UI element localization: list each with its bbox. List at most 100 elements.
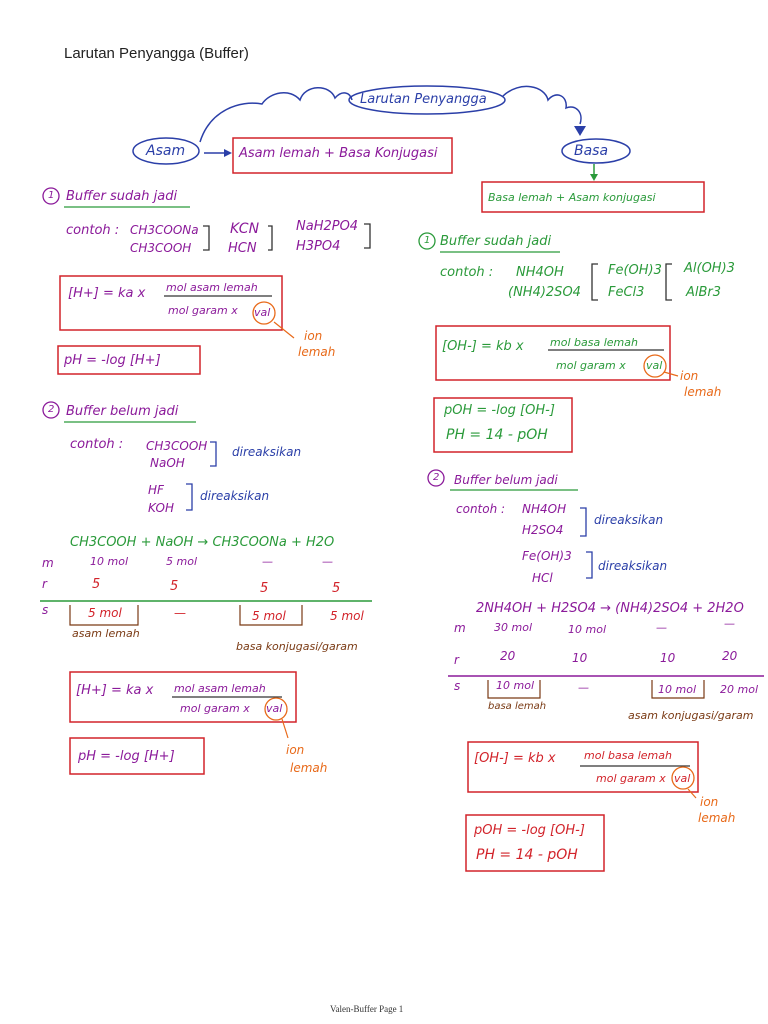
right-oh-eq-2: [OH-] = kb x [474,751,556,766]
left-row-s: s [42,603,49,617]
left-direaksikan2: direaksikan [200,489,270,503]
left-contoh2: contoh : [70,437,124,452]
right-contoh2: contoh : [456,502,506,516]
left-s2-number: 2 [48,404,55,415]
right-direaksikan: direaksikan [594,513,664,527]
right-oh-eq: [OH-] = kb x [442,339,524,354]
left-r-val: 5 [332,581,341,596]
left-h-num: mol asam lemah [166,281,258,294]
right-poh-eq: pOH = -log [OH-] [444,403,555,418]
left-asam-lemah: asam lemah [72,627,140,640]
right-ex2a: Fe(OH)3 [608,263,662,278]
right-oh-box [435,325,671,381]
left-h-den-2: mol garam x [180,702,250,715]
left-ex2b: HCN [228,241,257,256]
left-ex4a: CH3COOH [146,439,208,453]
left-row-r: r [42,577,47,591]
left-ion: ion [304,329,323,343]
right-ex4a: NH4OH [522,502,567,516]
left-s-val: — [174,606,186,620]
right-s1-circle [418,232,436,250]
arrow-to-basa [574,126,586,136]
left-s-val: 5 mol [88,606,122,620]
left-h-val-2: val [266,702,283,715]
right-s1-number: 1 [424,235,431,246]
right-row-m: m [454,621,466,635]
right-poh-box-2 [465,814,605,872]
cloud-loop-right [502,85,582,125]
right-ex5b: HCl [532,571,553,585]
left-r-val: 5 [170,579,179,594]
right-ex3b: AlBr3 [686,285,722,300]
left-row-m: m [42,556,54,570]
cloud-loop-left [199,87,353,143]
left-lemah-2: lemah [290,761,328,775]
right-s-val: 20 mol [720,683,758,696]
left-m-val: 10 mol [90,555,128,568]
right-oh-val: val [646,359,663,372]
left-ex3a: NaH2PO4 [296,219,359,234]
right-poh-eq-2: pOH = -log [OH-] [474,823,585,838]
left-m-val: 5 mol [166,555,197,568]
basa-bubble [561,138,631,164]
left-s1-circle [42,187,60,205]
left-s1-title: Buffer sudah jadi [66,189,178,204]
right-s1-title: Buffer sudah jadi [440,234,552,249]
left-basa-konjugasi: basa konjugasi/garam [236,640,358,653]
left-ex5a: HF [148,483,164,497]
arrow-asam-def [224,149,232,157]
right-oh-num-2: mol basa lemah [584,749,672,762]
left-s-val: 5 mol [330,609,364,623]
left-reaction: CH3COOH + NaOH → CH3COONa + H2O [70,535,335,550]
right-ex3a: Al(OH)3 [684,261,735,276]
left-s-val: 5 mol [252,609,286,623]
left-r-val: 5 [260,581,269,596]
left-ex3b: H3PO4 [296,239,341,254]
right-ph-eq: PH = 14 - pOH [446,427,548,443]
right-oh-num: mol basa lemah [550,336,638,349]
right-s2-circle [427,469,445,487]
basa-def-label: Basa lemah + Asam konjugasi [488,191,656,204]
left-ph-box [57,345,201,375]
left-h-box [59,275,283,331]
right-poh-box [433,397,573,453]
left-m-val: — [262,555,273,568]
asam-label: Asam [146,143,186,159]
right-oh-val-2: val [674,772,691,785]
left-h-eq-2: [H+] = ka x [76,683,154,698]
left-ex2a: KCN [230,221,260,237]
right-s2-title: Buffer belum jadi [454,473,558,487]
asam-def-box [232,137,453,174]
right-ion-2: ion [700,795,719,809]
left-m-val: — [322,555,333,568]
arrow-basa-def [590,174,598,181]
right-row-r: r [454,653,459,667]
right-direaksikan2: direaksikan [598,559,668,573]
right-lemah-2: lemah [698,811,736,825]
left-ex1b: CH3COOH [130,241,192,255]
basa-label: Basa [574,143,609,159]
left-ph-eq: pH = -log [H+] [64,353,161,368]
left-h-val: val [254,306,271,319]
left-direaksikan: direaksikan [232,445,302,459]
left-contoh: contoh : [66,223,120,238]
right-s-val: 10 mol [658,683,696,696]
left-h-num-2: mol asam lemah [174,682,266,695]
left-ph-box-2 [69,737,205,775]
page-footer: Valen-Buffer Page 1 [330,1004,404,1014]
right-oh-den-2: mol garam x [596,772,666,785]
left-h-eq: [H+] = ka x [68,286,146,301]
left-s2-circle [42,401,60,419]
left-r-val: 5 [92,577,101,592]
right-ex1a: NH4OH [516,265,564,280]
right-ex5a: Fe(OH)3 [522,549,572,563]
right-lemah: lemah [684,385,722,399]
basa-def-box [481,181,705,213]
right-row-s: s [454,679,461,693]
left-h-den: mol garam x [168,304,238,317]
right-contoh: contoh : [440,265,494,280]
right-m-val: 30 mol [494,621,532,634]
root-label: Larutan Penyangga [360,92,487,107]
